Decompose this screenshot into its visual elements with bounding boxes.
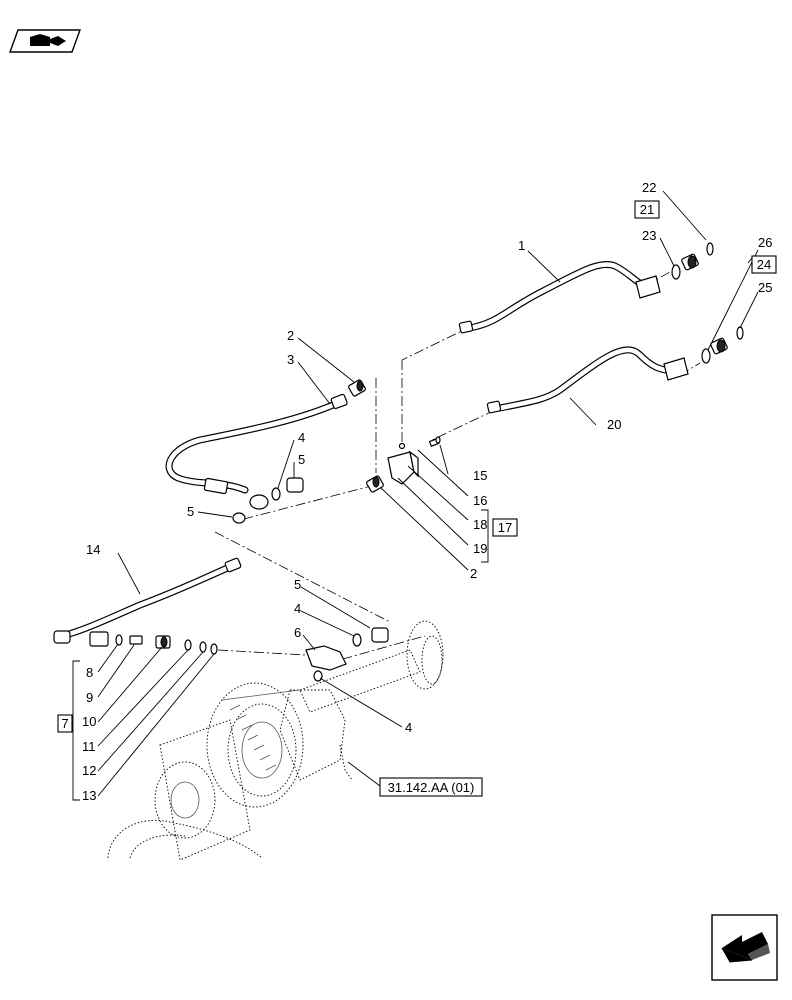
pipe-20[interactable] [486, 346, 689, 414]
next-page-arrow-icon[interactable] [711, 914, 778, 981]
callout-6: 6 [294, 625, 301, 640]
axle-assembly [107, 620, 444, 861]
callout-19: 19 [473, 541, 487, 556]
svg-text:31.142.AA (01): 31.142.AA (01) [388, 780, 475, 795]
reference-31-142-aa-box[interactable]: 31.142.AA (01) [379, 777, 483, 797]
leader-lines [97, 190, 759, 797]
callout-3: 3 [287, 352, 294, 367]
pipe-3[interactable] [165, 393, 348, 510]
callout-5: 5 [298, 452, 305, 467]
callout-4: 4 [298, 430, 305, 445]
kit-24-box: 24 [751, 255, 777, 274]
svg-text:7: 7 [61, 716, 68, 731]
callout-22: 22 [642, 180, 656, 195]
svg-text:17: 17 [498, 520, 512, 535]
pipe-1[interactable] [458, 261, 661, 334]
svg-text:24: 24 [757, 257, 771, 272]
callout-2: 2 [470, 566, 477, 581]
callout-23: 23 [642, 228, 656, 243]
callout-4: 4 [405, 720, 412, 735]
callout-18: 18 [473, 517, 487, 532]
callout-16: 16 [473, 493, 487, 508]
callout-5: 5 [187, 504, 194, 519]
pipe-14[interactable] [53, 557, 242, 647]
callout-12: 12 [82, 763, 96, 778]
callout-26: 26 [758, 235, 772, 250]
callout-1: 1 [518, 238, 525, 253]
callout-4: 4 [294, 601, 301, 616]
callout-25: 25 [758, 280, 772, 295]
book-hand-icon[interactable] [9, 29, 81, 53]
svg-text:21: 21 [640, 202, 654, 217]
callout-9: 9 [86, 690, 93, 705]
callout-13: 13 [82, 788, 96, 803]
callout-15: 15 [473, 468, 487, 483]
kit-21-box: 21 [634, 200, 660, 219]
fittings[interactable] [115, 242, 744, 682]
callout-8: 8 [86, 665, 93, 680]
callout-14: 14 [86, 542, 100, 557]
kit-7-box: 7 [57, 714, 73, 733]
callout-2: 2 [287, 328, 294, 343]
center-lines [214, 271, 701, 665]
callout-20: 20 [607, 417, 621, 432]
callout-5: 5 [294, 577, 301, 592]
kit-brackets [72, 257, 753, 801]
callout-10: 10 [82, 714, 96, 729]
callout-11: 11 [82, 739, 96, 754]
kit-17-box: 17 [492, 518, 518, 537]
part-callouts: 1 2 2 3 4 4 4 5 5 5 6 8 9 10 11 12 13 14… [82, 180, 772, 803]
